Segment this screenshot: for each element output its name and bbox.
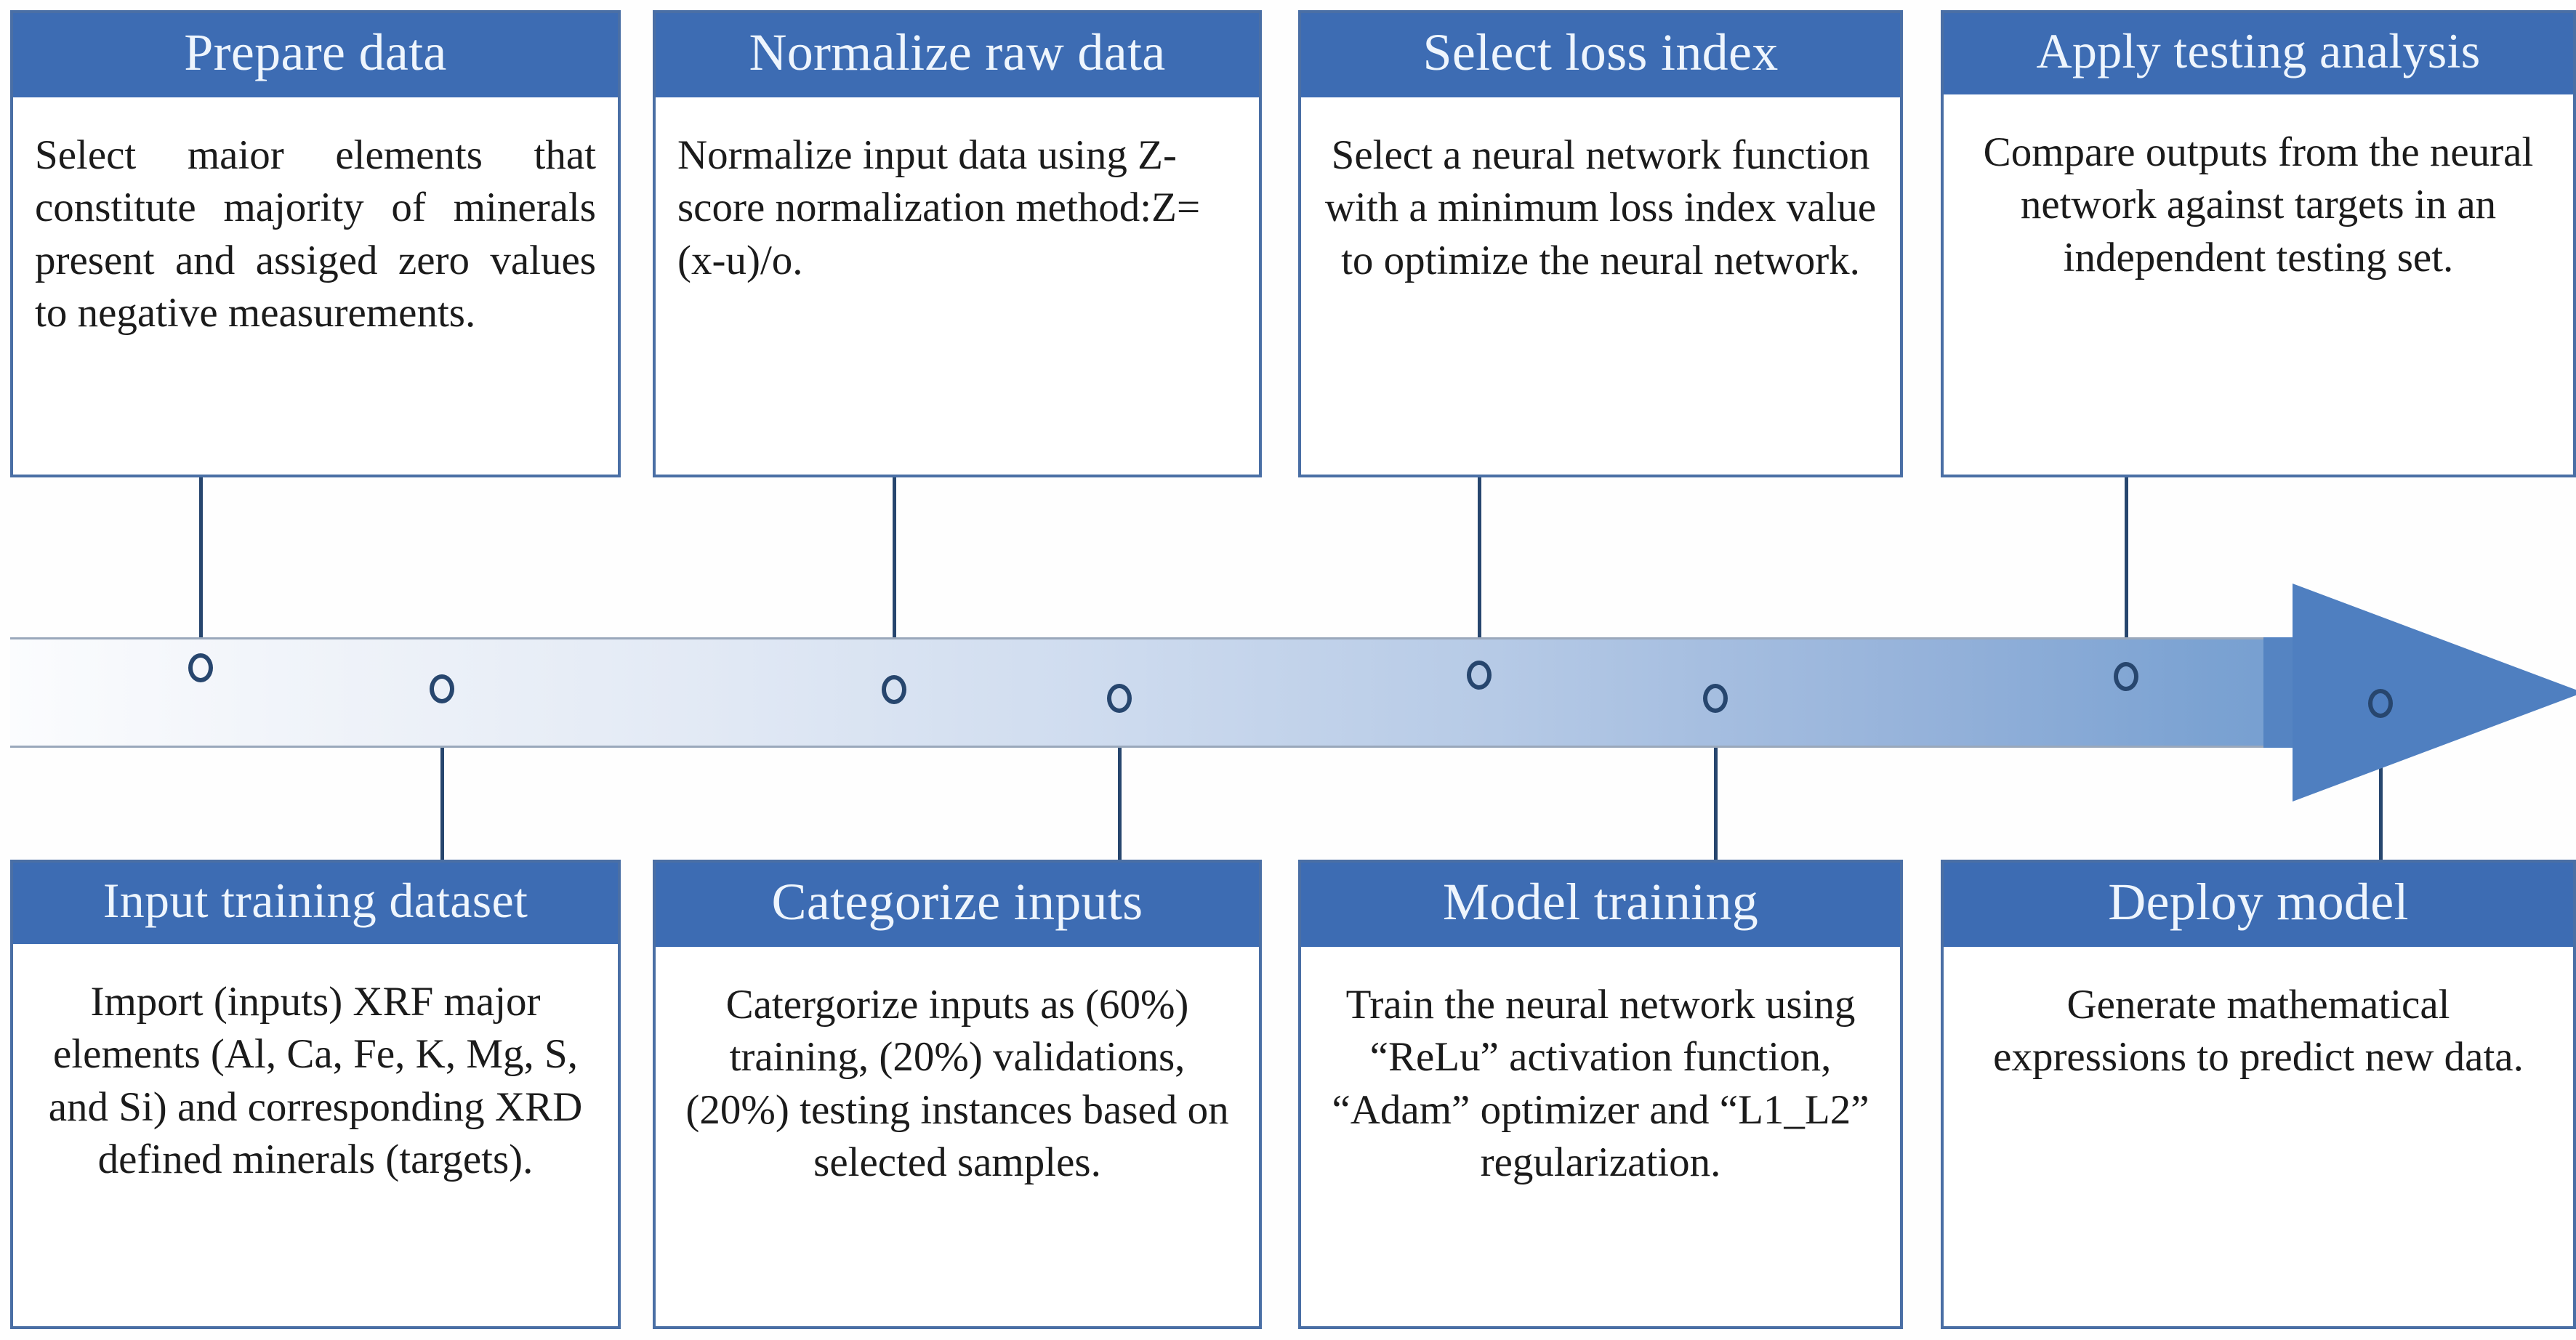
connector-stem-model-training <box>1714 703 1718 860</box>
connector-stem-prepare-data <box>199 477 203 659</box>
process-arrow-head <box>2293 584 2576 802</box>
step-body-categorize-inputs: Catergorize inputs as (60%) training, (2… <box>685 982 1229 1186</box>
step-title-deploy-model: Deploy model <box>1944 863 2573 947</box>
step-title-model-training: Model training <box>1301 863 1900 947</box>
step-body-normalize-raw-data: Normalize input data using Z-score norma… <box>677 132 1201 283</box>
node-categorize-inputs[interactable] <box>1107 684 1132 713</box>
step-card-select-loss-index[interactable]: Select loss index Select a neural networ… <box>1298 10 1903 477</box>
step-card-prepare-data[interactable]: Prepare data Select maior elements that … <box>10 10 621 477</box>
step-title-categorize-inputs: Categorize inputs <box>656 863 1259 947</box>
step-card-model-training[interactable]: Model training Train the neural network … <box>1298 860 1903 1329</box>
connector-stem-normalize <box>893 477 896 681</box>
connector-stem-select-loss <box>1478 477 1481 666</box>
step-card-categorize-inputs[interactable]: Categorize inputs Catergorize inputs as … <box>653 860 1262 1329</box>
connector-stem-apply-testing <box>2125 477 2128 668</box>
node-model-training[interactable] <box>1703 684 1728 713</box>
step-card-input-training-dataset[interactable]: Input training dataset Import (inputs) X… <box>10 860 621 1329</box>
step-title-prepare-data: Prepare data <box>13 13 618 97</box>
step-card-deploy-model[interactable]: Deploy model Generate mathematical expre… <box>1941 860 2576 1329</box>
step-title-input-training-dataset: Input training dataset <box>13 863 618 944</box>
step-body-input-training-dataset: Import (inputs) XRF major elements (Al, … <box>48 979 583 1183</box>
node-normalize-raw-data[interactable] <box>882 675 906 704</box>
step-title-apply-testing-analysis: Apply testing analysis <box>1944 13 2573 94</box>
step-card-apply-testing-analysis[interactable]: Apply testing analysis Compare outputs f… <box>1941 10 2576 477</box>
step-title-normalize-raw-data: Normalize raw data <box>656 13 1259 97</box>
node-deploy-model[interactable] <box>2368 689 2393 718</box>
process-arrow-bar <box>10 637 2403 748</box>
node-select-loss-index[interactable] <box>1467 661 1492 690</box>
node-input-training-dataset[interactable] <box>430 674 454 703</box>
connector-stem-input-training <box>440 694 444 860</box>
step-title-select-loss-index: Select loss index <box>1301 13 1900 97</box>
node-apply-testing-analysis[interactable] <box>2114 662 2138 691</box>
step-body-apply-testing-analysis: Compare outputs from the neural network … <box>1983 129 2534 280</box>
connector-stem-categorize <box>1118 703 1122 860</box>
step-body-model-training: Train the neural network using “ReLu” ac… <box>1332 982 1869 1186</box>
process-arrow <box>10 584 2576 802</box>
step-card-normalize-raw-data[interactable]: Normalize raw data Normalize input data … <box>653 10 1262 477</box>
node-prepare-data[interactable] <box>188 653 213 682</box>
step-body-deploy-model: Generate mathematical expressions to pre… <box>1993 982 2524 1081</box>
step-body-select-loss-index: Select a neural network function with a … <box>1324 132 1877 283</box>
step-body-prepare-data: Select maior elements that constitute ma… <box>35 132 596 336</box>
